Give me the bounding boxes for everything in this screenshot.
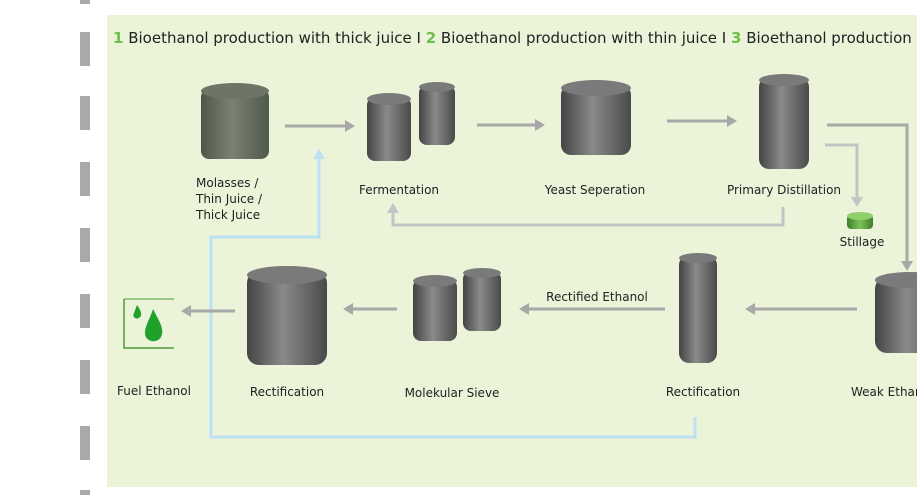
label-yeast-separation: Yeast Seperation bbox=[544, 183, 646, 197]
label-rectified-ethanol: Rectified Ethanol bbox=[546, 290, 648, 304]
title-text-3: Bioethanol production with m bbox=[746, 29, 917, 47]
flow-diagram bbox=[123, 74, 917, 439]
arrow-sieve-to-rectification bbox=[343, 303, 397, 315]
line-to-stillage bbox=[825, 143, 863, 207]
title-number-3: 3 bbox=[731, 29, 742, 47]
left-bar-segment bbox=[80, 360, 90, 394]
title-text-1: Bioethanol production with thick juice I bbox=[123, 29, 426, 47]
label-primary-distillation: Primary Distillation bbox=[726, 183, 842, 197]
label-molecular-sieve: Molekular Sieve bbox=[404, 386, 500, 400]
stillage-container bbox=[847, 212, 873, 229]
primary-distillation-column bbox=[759, 74, 809, 169]
fuel-ethanol-drops-icon bbox=[123, 298, 174, 349]
arrow-rectification-to-fuel bbox=[181, 305, 235, 317]
left-bar-segment bbox=[80, 426, 90, 460]
arrow-yeast-to-primary bbox=[667, 115, 737, 127]
process-diagram-panel: 1 Bioethanol production with thick juice… bbox=[107, 15, 917, 487]
fermentation-tanks bbox=[367, 82, 455, 161]
label-rectification-right: Rectification bbox=[665, 385, 741, 399]
left-bar-segment bbox=[80, 294, 90, 328]
rectification-column-right bbox=[679, 253, 717, 363]
title-number-1: 1 bbox=[113, 29, 124, 47]
label-rectification-left: Rectification bbox=[249, 385, 325, 399]
arrow-molasses-to-fermentation bbox=[285, 120, 355, 132]
line-to-weak-ethanol bbox=[827, 123, 913, 271]
yeast-separation-tank bbox=[561, 80, 631, 155]
title-number-2: 2 bbox=[425, 29, 437, 47]
arrow-fermentation-to-yeast bbox=[477, 119, 545, 131]
return-line-primary-to-fermentation bbox=[387, 203, 785, 227]
left-bar-segment bbox=[80, 228, 90, 262]
left-bar-segment bbox=[80, 96, 90, 130]
molasses-tank bbox=[201, 83, 269, 159]
label-fermentation: Fermentation bbox=[358, 183, 440, 197]
label-fuel-ethanol: Fuel Ethanol bbox=[117, 384, 191, 398]
weak-ethanol-tank bbox=[875, 272, 917, 353]
title-text-2: Bioethanol production with thin juice I bbox=[436, 29, 731, 47]
label-molasses: Molasses / Thin Juice / Thick Juice bbox=[196, 176, 263, 222]
label-weak-ethanol: Weak Ethar bbox=[851, 385, 917, 399]
molecular-sieve-tanks bbox=[413, 268, 501, 341]
label-stillage: Stillage bbox=[839, 235, 885, 249]
arrow-weak-to-rectification bbox=[745, 303, 857, 315]
arrow-rectified-ethanol bbox=[519, 303, 665, 315]
recycle-line-bottom bbox=[209, 149, 697, 439]
left-bar-segment bbox=[80, 490, 90, 495]
rectification-tank-left bbox=[247, 266, 327, 365]
left-bar-segment bbox=[80, 0, 90, 4]
diagram-title: 1 Bioethanol production with thick juice… bbox=[113, 29, 917, 47]
left-bar-segment bbox=[80, 162, 90, 196]
left-bar-segment bbox=[80, 32, 90, 66]
